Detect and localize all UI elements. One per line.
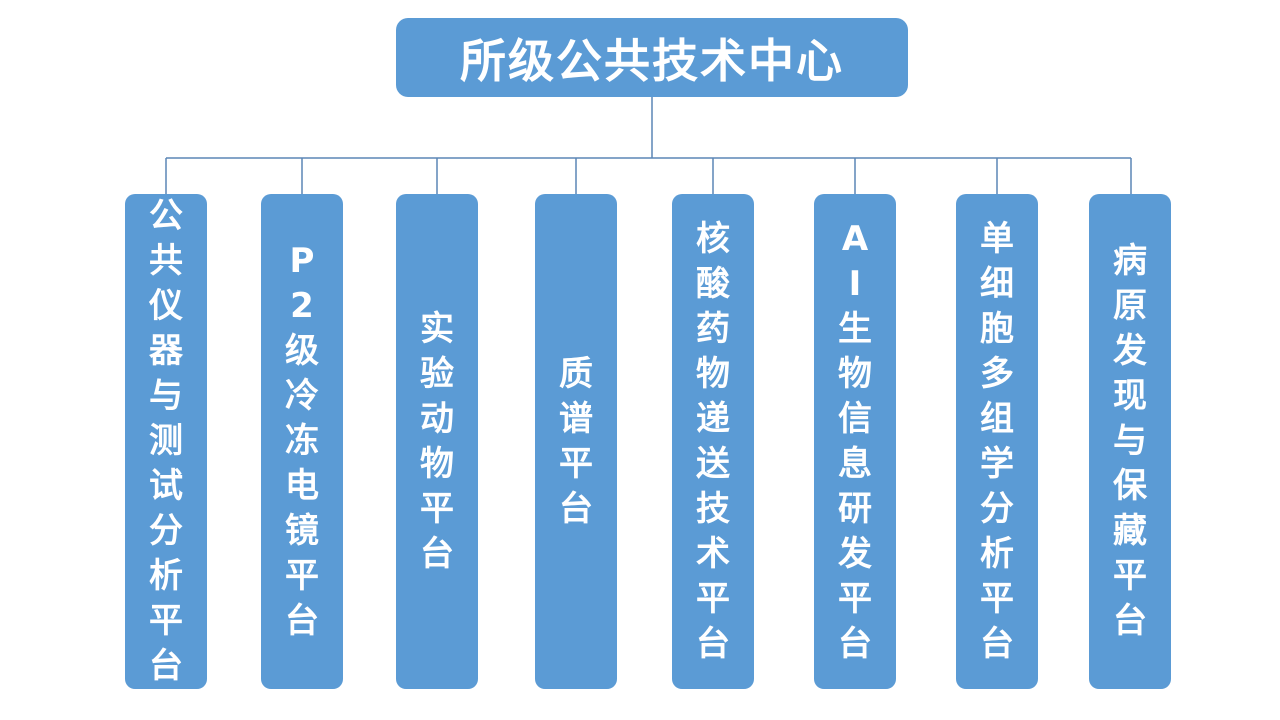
platform-node-label: 实验动物平台 — [420, 308, 454, 574]
platform-node-2: P2级冷冻电镜平台 — [261, 194, 343, 689]
platform-node-6: AI生物信息研发平台 — [814, 194, 896, 689]
platform-node-label: P2级冷冻电镜平台 — [285, 241, 319, 641]
root-node-label: 所级公共技术中心 — [460, 33, 844, 88]
platform-node-8: 病原发现与保藏平台 — [1089, 194, 1171, 689]
root-node: 所级公共技术中心 — [396, 18, 908, 97]
platform-node-label: 核酸药物递送技术平台 — [696, 218, 730, 664]
platform-node-label: 公共仪器与测试分析平台 — [149, 196, 183, 686]
platform-node-label: 质谱平台 — [559, 353, 593, 529]
platform-node-5: 核酸药物递送技术平台 — [672, 194, 754, 689]
platform-node-label: 单细胞多组学分析平台 — [980, 218, 1014, 664]
platform-node-label: AI生物信息研发平台 — [838, 218, 872, 664]
platform-node-4: 质谱平台 — [535, 194, 617, 689]
platform-node-label: 病原发现与保藏平台 — [1113, 241, 1147, 641]
platform-node-7: 单细胞多组学分析平台 — [956, 194, 1038, 689]
platform-node-1: 公共仪器与测试分析平台 — [125, 194, 207, 689]
platform-node-3: 实验动物平台 — [396, 194, 478, 689]
